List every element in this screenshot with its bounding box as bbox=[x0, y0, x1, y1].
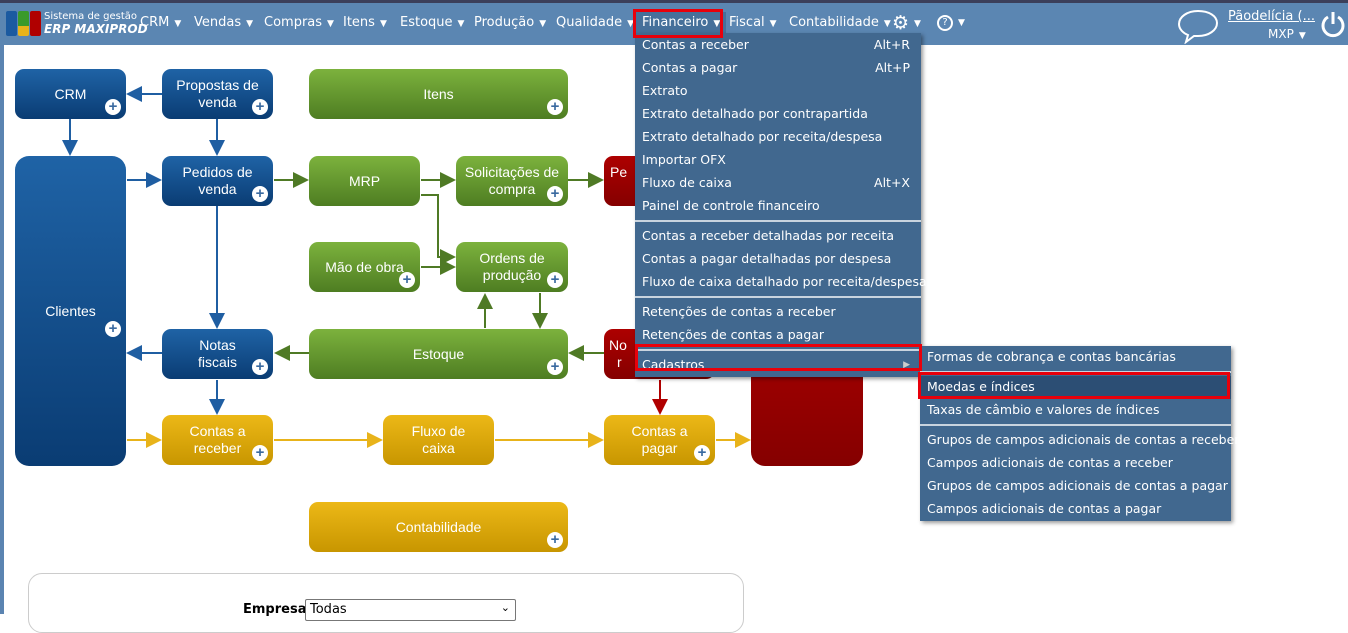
add-icon[interactable]: + bbox=[105, 99, 121, 115]
diagram-pedidos[interactable]: Pedidos de venda+ bbox=[162, 156, 273, 206]
add-icon[interactable]: + bbox=[547, 532, 563, 548]
company-selector[interactable]: MXP▼ bbox=[1268, 27, 1306, 41]
menu-separator bbox=[635, 220, 921, 222]
nav-fiscal[interactable]: Fiscal▼ bbox=[729, 15, 777, 30]
nav-itens[interactable]: Itens▼ bbox=[343, 15, 387, 30]
add-icon[interactable]: + bbox=[105, 321, 121, 337]
chevron-down-icon: ⌄ bbox=[500, 601, 510, 614]
nav-estoque[interactable]: Estoque▼ bbox=[400, 15, 465, 30]
submenu-item[interactable]: Grupos de campos adicionais de contas a … bbox=[927, 432, 1240, 447]
menu-separator bbox=[920, 371, 1231, 373]
add-icon[interactable]: + bbox=[399, 272, 415, 288]
diagram-solicitacoes[interactable]: Solicitações de compra+ bbox=[456, 156, 568, 206]
nav-compras[interactable]: Compras▼ bbox=[264, 15, 334, 30]
submenu-item[interactable]: Formas de cobrança e contas bancárias bbox=[927, 349, 1176, 364]
diagram-propostas[interactable]: Propostas de venda+ bbox=[162, 69, 273, 119]
diagram-fluxo-caixa[interactable]: Fluxo de caixa bbox=[383, 415, 494, 465]
menu-item[interactable]: Extrato bbox=[642, 83, 688, 98]
cadastros-submenu: Formas de cobrança e contas bancárias Mo… bbox=[920, 346, 1240, 521]
chat-icon[interactable] bbox=[1176, 8, 1220, 44]
menu-item[interactable]: Retenções de contas a receber bbox=[642, 304, 836, 319]
menu-item[interactable]: Contas a receber detalhadas por receita bbox=[642, 228, 895, 243]
menu-separator bbox=[635, 349, 921, 351]
add-icon[interactable]: + bbox=[252, 99, 268, 115]
user-link[interactable]: Pãodelícia (... bbox=[1228, 9, 1315, 24]
menu-item[interactable]: Painel de controle financeiro bbox=[642, 198, 820, 213]
nav-crm[interactable]: CRM▼ bbox=[140, 15, 182, 30]
add-icon[interactable]: + bbox=[694, 445, 710, 461]
diagram-contas-pagar[interactable]: Contas a pagar+ bbox=[604, 415, 715, 465]
submenu-item-moedas[interactable]: Moedas e índices bbox=[920, 376, 1231, 399]
submenu-item[interactable]: Grupos de campos adicionais de contas a … bbox=[927, 478, 1228, 493]
submenu-item[interactable]: Campos adicionais de contas a receber bbox=[927, 455, 1173, 470]
diagram-contabilidade[interactable]: Contabilidade+ bbox=[309, 502, 568, 552]
power-icon[interactable] bbox=[1320, 10, 1346, 38]
diagram-ordens[interactable]: Ordens de produção+ bbox=[456, 242, 568, 292]
menu-item-cadastros[interactable]: Cadastros▶ bbox=[635, 354, 921, 377]
diagram-estoque[interactable]: Estoque+ bbox=[309, 329, 568, 379]
menu-item[interactable]: Contas a pagar detalhadas por despesa bbox=[642, 251, 892, 266]
diagram-itens[interactable]: Itens+ bbox=[309, 69, 568, 119]
add-icon[interactable]: + bbox=[252, 359, 268, 375]
menu-separator bbox=[635, 296, 921, 298]
settings-gear-icon[interactable]: ⚙▼ bbox=[892, 12, 921, 34]
add-icon[interactable]: + bbox=[252, 186, 268, 202]
menu-separator bbox=[920, 424, 1231, 426]
add-icon[interactable]: + bbox=[547, 359, 563, 375]
add-icon[interactable]: + bbox=[252, 445, 268, 461]
nav-contabilidade[interactable]: Contabilidade▼ bbox=[789, 15, 891, 30]
add-icon[interactable]: + bbox=[547, 99, 563, 115]
flow-arrows bbox=[62, 86, 751, 448]
empresa-label: Empresa bbox=[243, 602, 307, 617]
submenu-arrow-icon: ▶ bbox=[903, 360, 910, 370]
logo-icon[interactable] bbox=[6, 11, 41, 36]
submenu-item[interactable]: Campos adicionais de contas a pagar bbox=[927, 501, 1162, 516]
diagram-notas-fiscais[interactable]: Notas fiscais+ bbox=[162, 329, 273, 379]
left-border bbox=[0, 45, 4, 614]
add-icon[interactable]: + bbox=[547, 272, 563, 288]
nav-qualidade[interactable]: Qualidade▼ bbox=[556, 15, 635, 30]
diagram-clientes[interactable]: Clientes+ bbox=[15, 156, 126, 466]
empresa-select[interactable]: Todas⌄ bbox=[305, 599, 516, 621]
nav-producao[interactable]: Produção▼ bbox=[474, 15, 547, 30]
diagram-mrp[interactable]: MRP bbox=[309, 156, 420, 206]
add-icon[interactable]: + bbox=[547, 186, 563, 202]
menu-item[interactable]: Fluxo de caixa detalhado por receita/des… bbox=[642, 274, 927, 289]
menu-item[interactable]: Retenções de contas a pagar bbox=[642, 327, 825, 342]
diagram-crm[interactable]: CRM+ bbox=[15, 69, 126, 119]
nav-vendas[interactable]: Vendas▼ bbox=[194, 15, 254, 30]
diagram-mao-de-obra[interactable]: Mão de obra+ bbox=[309, 242, 420, 292]
submenu-item[interactable]: Taxas de câmbio e valores de índices bbox=[927, 402, 1160, 417]
menu-item[interactable]: Importar OFX bbox=[642, 152, 726, 167]
menu-item[interactable]: Extrato detalhado por receita/despesa bbox=[642, 129, 883, 144]
diagram-contas-receber[interactable]: Contas a receber+ bbox=[162, 415, 273, 465]
help-icon[interactable]: ?▼ bbox=[937, 14, 965, 31]
menu-item[interactable]: Extrato detalhado por contrapartida bbox=[642, 106, 868, 121]
